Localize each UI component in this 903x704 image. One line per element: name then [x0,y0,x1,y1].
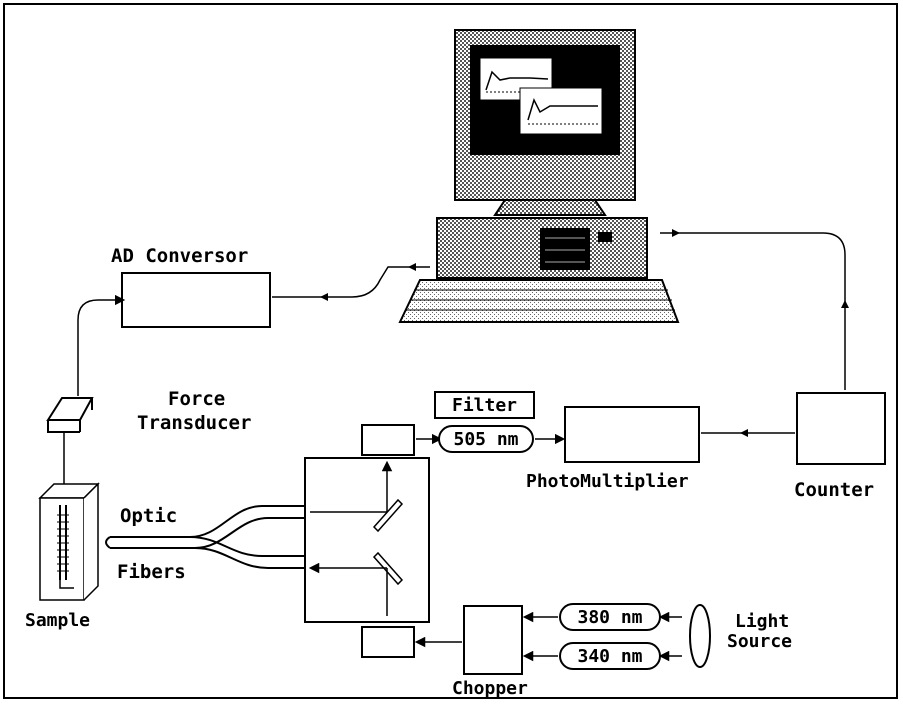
light-label: Light [735,611,790,632]
ad-conversor-box [121,272,271,328]
sample-label: Sample [25,610,91,631]
computer-icon [398,29,680,323]
connector-ad-computer [272,266,430,298]
light-source-lens [689,604,711,668]
ad-conversor-label: AD Conversor [111,245,249,267]
chopper-label: Chopper [452,678,528,699]
diagram-frame [3,3,898,699]
counter-label: Counter [794,479,875,501]
filter-label: Filter [451,394,518,416]
sample-container [38,482,100,601]
optics-box [304,457,430,623]
connector-force-ad [77,294,126,396]
excitation-port-box [361,626,415,658]
dichroic-mirror-upper [372,498,404,533]
connector-counter-computer [660,232,846,390]
filter-wavelength-pill: 505 nm [438,425,534,453]
photomultiplier-label: PhotoMultiplier [526,471,689,492]
optic-fibers [105,505,305,569]
optic-label: Optic [120,505,178,527]
screen-window-2 [519,87,603,135]
force-label: Force [168,388,226,410]
wavelength-380-pill: 380 nm [559,603,661,631]
filter-wavelength: 505 nm [453,428,519,450]
force-transducer-icon [46,397,94,421]
chopper-box [463,605,523,675]
keyboard [398,279,680,323]
transducer-label: Transducer [137,412,252,434]
dichroic-mirror-lower [372,551,404,586]
emission-port-box [361,424,415,456]
wavelength-340: 340 nm [577,645,643,667]
wavelength-380: 380 nm [577,606,643,628]
counter-box [796,392,886,465]
photomultiplier-box [564,406,700,463]
filter-label-box: Filter [434,391,535,419]
wavelength-340-pill: 340 nm [559,642,661,670]
fibers-label: Fibers [117,561,186,583]
source-label: Source [727,631,793,652]
